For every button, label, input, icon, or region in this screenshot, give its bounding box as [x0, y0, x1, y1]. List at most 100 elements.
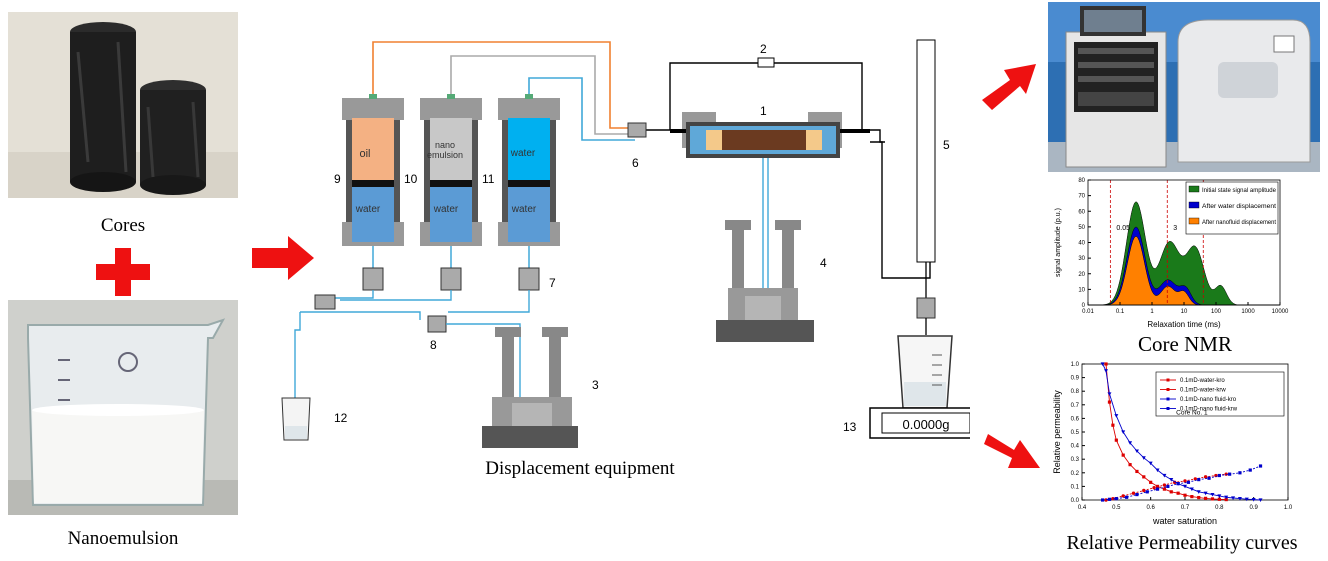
- relperm-point: [1148, 461, 1153, 466]
- relperm-x-tick-label: 0.5: [1112, 505, 1121, 511]
- relperm-point: [1107, 400, 1112, 404]
- pressure-gauge-2: [757, 57, 775, 68]
- relperm-point: [1197, 495, 1201, 500]
- nanoemulsion-photo: [8, 300, 238, 515]
- nmr-y-tick-label: 50: [1078, 225, 1085, 231]
- nmr-y-tick-label: 60: [1078, 209, 1085, 215]
- nmr-x-tick-label: 1: [1150, 309, 1154, 315]
- nmr-cutoff-label: 0.05: [1116, 225, 1130, 232]
- nmr-legend-swatch: [1188, 185, 1200, 193]
- relperm-point: [1134, 449, 1139, 454]
- relperm-point: [1104, 498, 1108, 502]
- relperm-y-tick-label: 1.0: [1071, 362, 1080, 368]
- nmr-x-tick-label: 0.1: [1116, 309, 1125, 315]
- relperm-point: [1210, 497, 1215, 501]
- relperm-point: [1152, 486, 1156, 490]
- relperm-point: [1166, 484, 1170, 488]
- label-12: 12: [334, 411, 348, 425]
- valve-6: [627, 122, 647, 138]
- relperm-y-tick-label: 0.9: [1071, 376, 1080, 382]
- relperm-point: [1107, 392, 1112, 396]
- relperm-point: [1217, 494, 1222, 498]
- relperm-point: [1217, 473, 1221, 478]
- displacement-apparatus: [281, 39, 970, 448]
- relperm-point: [1162, 483, 1167, 487]
- relperm-point: [1121, 494, 1125, 498]
- relperm-point: [1196, 490, 1201, 494]
- relperm-point: [1228, 472, 1232, 476]
- relperm-point: [1135, 469, 1139, 474]
- label-10: 10: [404, 172, 418, 186]
- label-3: 3: [592, 378, 599, 392]
- relperm-title: Core No. 1: [1176, 409, 1208, 416]
- relperm-x-tick-label: 0.9: [1249, 505, 1258, 511]
- tube-nano-line: [450, 55, 635, 135]
- relperm-y-tick-label: 0.7: [1071, 403, 1080, 409]
- relperm-legend-marker: [1166, 397, 1170, 401]
- relperm-point: [1155, 487, 1160, 491]
- relperm-point: [1128, 441, 1133, 445]
- label-9: 9: [334, 172, 341, 186]
- label-5: 5: [943, 138, 950, 152]
- relperm-legend-label: 0.1mD-nano fluid-kro: [1180, 397, 1237, 403]
- label-2: 2: [760, 42, 767, 56]
- relperm-legend-label: 0.1mD-nano fluid-krw: [1180, 407, 1238, 413]
- pump-4: [716, 220, 814, 342]
- relperm-y-tick-label: 0.8: [1071, 389, 1080, 395]
- relperm-y-tick-label: 0.4: [1071, 444, 1080, 450]
- arrow-right-icon: [252, 236, 314, 280]
- relperm-legend-marker: [1166, 388, 1170, 391]
- core-holder-1: [627, 57, 885, 320]
- relperm-point: [1251, 497, 1256, 502]
- nmr-x-tick-label: 1000: [1241, 309, 1255, 315]
- nmr-x-axis-label: Relaxation time (ms): [1147, 320, 1221, 329]
- relperm-legend-label: 0.1mD-water-kro: [1180, 378, 1225, 384]
- relperm-point: [1258, 498, 1263, 502]
- caption-nanoemulsion: Nanoemulsion: [67, 528, 179, 549]
- label-4: 4: [820, 256, 827, 270]
- relperm-point: [1131, 491, 1136, 495]
- relperm-legend-marker: [1166, 407, 1170, 410]
- relperm-legend-marker: [1166, 378, 1170, 382]
- nmr-legend-label: After nanofluid displacement: [1202, 220, 1276, 226]
- relperm-point: [1217, 497, 1221, 501]
- relperm-point: [1224, 472, 1228, 476]
- nmr-y-tick-label: 30: [1078, 256, 1085, 262]
- arrow-down-right-icon: [984, 434, 1040, 468]
- console-cabinet: [1065, 6, 1167, 168]
- relperm-point: [1186, 480, 1191, 484]
- relperm-x-axis-label: water saturation: [1152, 516, 1217, 526]
- nmr-legend-label: Initial state signal amplitude: [1202, 188, 1277, 194]
- relperm-point: [1248, 468, 1252, 472]
- nmr-legend: [1185, 181, 1279, 235]
- nmr-cutoff-label: 3: [1173, 225, 1177, 232]
- plus-sign: [96, 248, 150, 296]
- vessel-label-emulsion: emulsion: [426, 150, 464, 160]
- label-7: 7: [549, 276, 556, 290]
- cores-photo: [8, 12, 238, 198]
- relperm-point: [1203, 475, 1208, 479]
- relperm-point: [1162, 487, 1166, 491]
- label-13: 13: [843, 420, 857, 434]
- relperm-y-axis-label: Relative permeability: [1052, 390, 1062, 474]
- relperm-point: [1111, 423, 1115, 427]
- relperm-point: [1135, 492, 1139, 497]
- relperm-y-tick-label: 0.6: [1071, 416, 1080, 422]
- relperm-point: [1169, 478, 1174, 482]
- vessel-label-water-1: water: [355, 204, 381, 215]
- nmr-y-tick-label: 20: [1078, 272, 1085, 278]
- relperm-point: [1203, 491, 1208, 496]
- relperm-legend: [1155, 371, 1285, 417]
- beaker-13: [897, 335, 953, 409]
- balance-13: [869, 407, 970, 439]
- vessel-label-oil: oil: [359, 148, 371, 160]
- relperm-point: [1237, 497, 1242, 501]
- relperm-point: [1100, 362, 1105, 366]
- nmr-y-axis-label: signal amplitude (p.u.): [1055, 208, 1062, 277]
- nmr-x-tick-label: 100: [1211, 309, 1222, 315]
- relperm-point: [1231, 496, 1236, 500]
- relperm-point: [1141, 456, 1146, 460]
- core-sample-short: [140, 80, 206, 195]
- relperm-point: [1142, 475, 1146, 479]
- valve-8: [427, 315, 447, 333]
